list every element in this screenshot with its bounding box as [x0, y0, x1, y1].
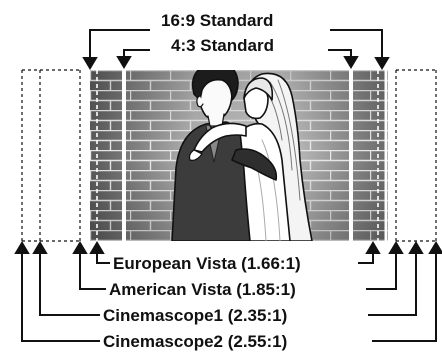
top-brackets — [82, 29, 390, 70]
label-16-9-standard: 16:9 Standard — [158, 11, 277, 30]
label-4-3-standard: 4:3 Standard — [168, 36, 277, 55]
arrow-icon — [116, 56, 132, 69]
arrow-icon — [82, 57, 98, 70]
arrow-icon — [374, 57, 390, 70]
label-cinemascope2: Cinemascope2 (2.55:1) — [100, 332, 291, 351]
couple-embrace-illustration — [171, 62, 313, 242]
arrow-icon — [343, 56, 359, 69]
arrow-icon — [14, 241, 30, 254]
arrow-icon — [408, 241, 424, 254]
arrow-icon — [72, 241, 88, 254]
label-cinemascope1: Cinemascope1 (2.35:1) — [100, 306, 291, 325]
vista-guides — [96, 70, 379, 241]
arrow-icon — [32, 241, 48, 254]
cinemascope-guides — [21, 69, 437, 242]
label-american-vista: American Vista (1.85:1) — [106, 280, 299, 299]
label-european-vista: European Vista (1.66:1) — [110, 254, 304, 273]
arrow-icon — [365, 241, 381, 254]
arrow-icon — [89, 241, 105, 254]
arrow-icon — [428, 241, 442, 254]
bottom-arrows — [14, 241, 442, 342]
frame-lines — [122, 70, 388, 241]
arrow-icon — [388, 241, 404, 254]
